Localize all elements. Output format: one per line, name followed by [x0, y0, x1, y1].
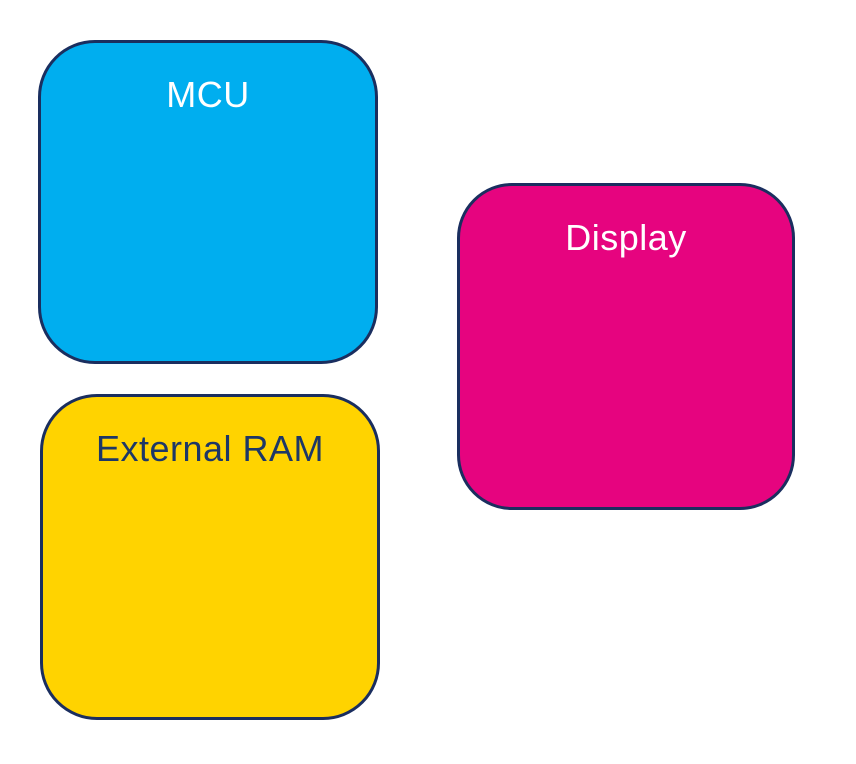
node-external-ram-label: External RAM: [95, 428, 325, 469]
node-mcu-label: MCU: [166, 74, 250, 115]
node-external-ram[interactable]: External RAM: [40, 394, 380, 720]
node-mcu[interactable]: MCU: [38, 40, 378, 364]
node-display-label: Display: [565, 217, 687, 258]
node-display[interactable]: Display: [457, 183, 795, 510]
